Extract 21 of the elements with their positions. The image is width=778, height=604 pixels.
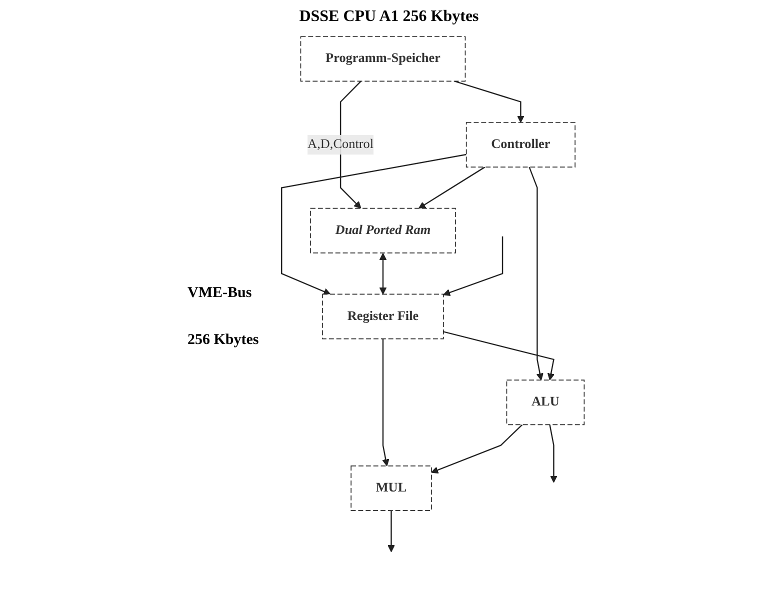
annotation-label: 256 Kbytes — [187, 332, 259, 349]
node-box: MUL — [350, 466, 432, 511]
arrow — [442, 331, 554, 380]
arrow — [379, 252, 386, 295]
node-box: Register File — [322, 294, 444, 340]
arrow — [382, 338, 390, 466]
arrow — [548, 424, 558, 483]
arrow — [528, 166, 544, 380]
node-box: Dual Ported Ram — [310, 208, 456, 254]
node-box: Controller — [466, 122, 576, 168]
node-box: ALU — [506, 380, 584, 426]
edge-label: A,D,Control — [307, 137, 374, 152]
arrow — [280, 154, 466, 296]
arrow — [454, 80, 524, 123]
diagram-title: DSSE CPU A1 256 Kbytes — [299, 8, 479, 26]
node-box: Programm-Speicher — [300, 36, 466, 82]
arrow — [387, 510, 395, 552]
annotation-label: VME-Bus — [187, 285, 253, 302]
arrow — [430, 424, 522, 474]
arrow — [418, 166, 485, 209]
arrow — [442, 236, 503, 296]
